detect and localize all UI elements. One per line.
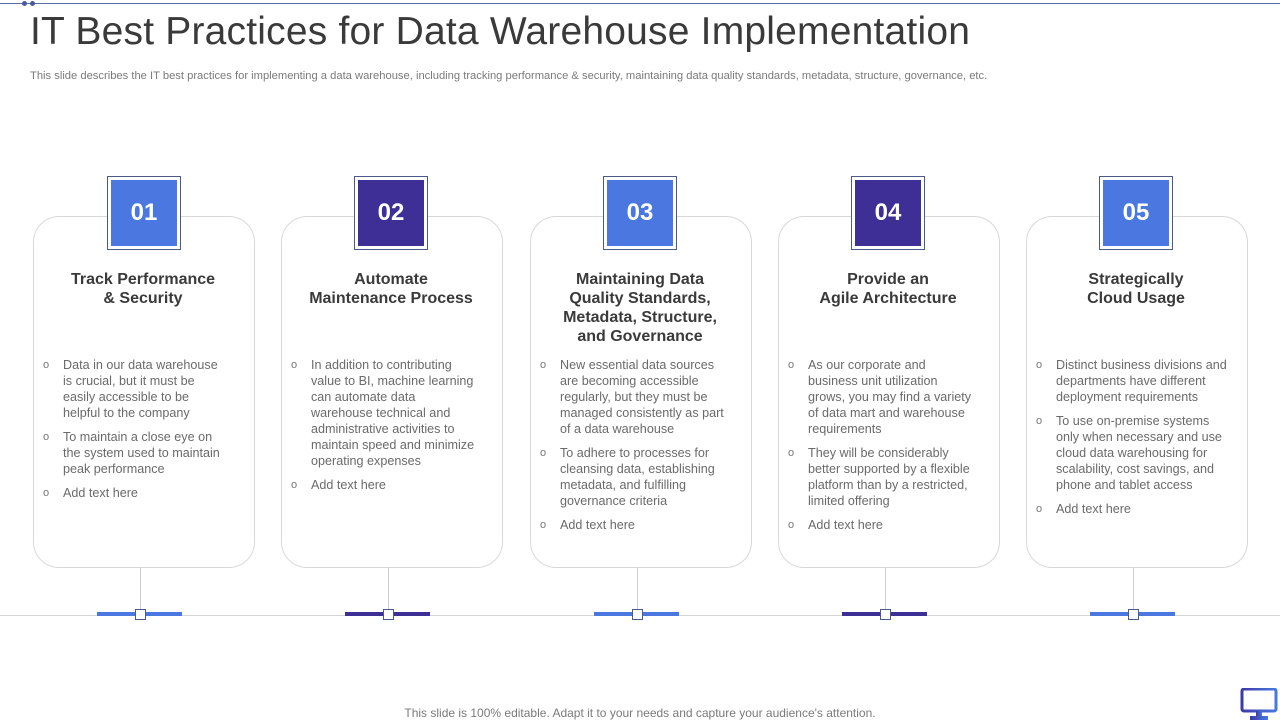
- step-number-badge: 04: [851, 176, 925, 250]
- card-title-line: and Governance: [577, 328, 703, 345]
- practice-card-01: [33, 216, 255, 568]
- bullet-item: o Add text here: [1036, 501, 1228, 517]
- bullet-circle-icon: o: [43, 487, 50, 499]
- bullet-list: o Distinct business divisions and departm…: [1036, 357, 1228, 525]
- bullet-item: o Add text here: [540, 517, 726, 533]
- page-subtitle: This slide describes the IT best practic…: [30, 70, 988, 82]
- bullet-item: o Add text here: [43, 485, 229, 501]
- step-number-badge: 02: [354, 176, 428, 250]
- bullet-item: o Add text here: [291, 477, 477, 493]
- practice-card-03: [530, 216, 752, 568]
- step-number-badge: 03: [603, 176, 677, 250]
- bullet-circle-icon: o: [43, 431, 50, 443]
- bullet-circle-icon: o: [291, 479, 298, 491]
- bullet-text: As our corporate and business unit utili…: [808, 358, 972, 436]
- step-number-badge: 05: [1099, 176, 1173, 250]
- step-number: 03: [607, 180, 673, 246]
- bullet-item: o As our corporate and business unit util…: [788, 357, 974, 437]
- step-number: 05: [1103, 180, 1169, 246]
- connector-line: [388, 567, 389, 613]
- bullet-circle-icon: o: [788, 359, 795, 371]
- card-title-line: Maintenance Process: [309, 290, 473, 307]
- bullet-list: o In addition to contributing value to BI…: [291, 357, 477, 501]
- bullet-item: o Add text here: [788, 517, 974, 533]
- bullet-text: Distinct business divisions and departme…: [1056, 358, 1227, 404]
- card-title: Provide an Agile Architecture: [778, 270, 998, 308]
- connector-line: [140, 567, 141, 613]
- timeline-marker: [632, 609, 643, 620]
- bullet-item: o To adhere to processes for cleansing da…: [540, 445, 726, 509]
- bullet-circle-icon: o: [291, 359, 298, 371]
- footer-note: This slide is 100% editable. Adapt it to…: [404, 706, 876, 720]
- card-title-line: Automate: [354, 271, 428, 288]
- bullet-text: Add text here: [560, 518, 635, 532]
- bullet-item: o New essential data sources are becoming…: [540, 357, 726, 437]
- bullet-item: o To maintain a close eye on the system u…: [43, 429, 229, 477]
- bullet-text: New essential data sources are becoming …: [560, 358, 724, 436]
- bullet-circle-icon: o: [1036, 503, 1043, 515]
- bullet-text: Add text here: [1056, 502, 1131, 516]
- bullet-list: o Data in our data warehouse is crucial, …: [43, 357, 229, 509]
- bullet-text: They will be considerably better support…: [808, 446, 970, 508]
- timeline-marker: [1128, 609, 1139, 620]
- bullet-circle-icon: o: [540, 447, 547, 459]
- connector-line: [885, 567, 886, 613]
- bullet-circle-icon: o: [788, 447, 795, 459]
- card-title-line: Maintaining Data: [575, 271, 704, 288]
- page-title: IT Best Practices for Data Warehouse Imp…: [30, 10, 971, 53]
- practice-card-04: [778, 216, 1000, 568]
- top-dot-2: [30, 1, 35, 6]
- card-title-line: Agile Architecture: [819, 290, 957, 307]
- monitor-icon: [1240, 687, 1278, 725]
- bullet-circle-icon: o: [540, 359, 547, 371]
- bullet-item: o In addition to contributing value to BI…: [291, 357, 477, 469]
- top-rule: [0, 3, 1280, 4]
- timeline-marker: [880, 609, 891, 620]
- step-number: 01: [111, 180, 177, 246]
- bullet-circle-icon: o: [540, 519, 547, 531]
- bullet-text: Add text here: [808, 518, 883, 532]
- practice-card-02: [281, 216, 503, 568]
- bullet-item: o They will be considerably better suppor…: [788, 445, 974, 509]
- bullet-text: Add text here: [311, 478, 386, 492]
- bullet-text: Data in our data warehouse is crucial, b…: [63, 358, 218, 420]
- bullet-list: o New essential data sources are becoming…: [540, 357, 726, 541]
- step-number-badge: 01: [107, 176, 181, 250]
- bullet-circle-icon: o: [1036, 415, 1043, 427]
- practice-card-05: [1026, 216, 1248, 568]
- card-title-line: Provide an: [847, 271, 929, 288]
- connector-line: [637, 567, 638, 613]
- bullet-text: In addition to contributing value to BI,…: [311, 358, 475, 468]
- top-dot-1: [22, 1, 27, 6]
- bullet-text: To maintain a close eye on the system us…: [63, 430, 220, 476]
- bullet-circle-icon: o: [1036, 359, 1043, 371]
- timeline-marker: [383, 609, 394, 620]
- card-title-line: Quality Standards,: [569, 290, 711, 307]
- bullet-text: To adhere to processes for cleansing dat…: [560, 446, 715, 508]
- bullet-text: To use on-premise systems only when nece…: [1056, 414, 1222, 492]
- bullet-item: o To use on-premise systems only when nec…: [1036, 413, 1228, 493]
- bullet-item: o Distinct business divisions and departm…: [1036, 357, 1228, 405]
- card-title-line: Cloud Usage: [1087, 290, 1185, 307]
- card-title-line: & Security: [103, 290, 183, 307]
- bullet-circle-icon: o: [788, 519, 795, 531]
- card-title-line: Track Performance: [70, 271, 216, 288]
- connector-line: [1133, 567, 1134, 613]
- bullet-list: o As our corporate and business unit util…: [788, 357, 974, 541]
- step-number: 02: [358, 180, 424, 246]
- bullet-item: o Data in our data warehouse is crucial, …: [43, 357, 229, 421]
- bullet-text: Add text here: [63, 486, 138, 500]
- step-number: 04: [855, 180, 921, 246]
- card-title-line: Strategically: [1088, 271, 1184, 288]
- bullet-circle-icon: o: [43, 359, 50, 371]
- timeline-marker: [135, 609, 146, 620]
- card-title-line: Metadata, Structure,: [563, 309, 717, 326]
- card-title: Track Performance & Security: [33, 270, 253, 308]
